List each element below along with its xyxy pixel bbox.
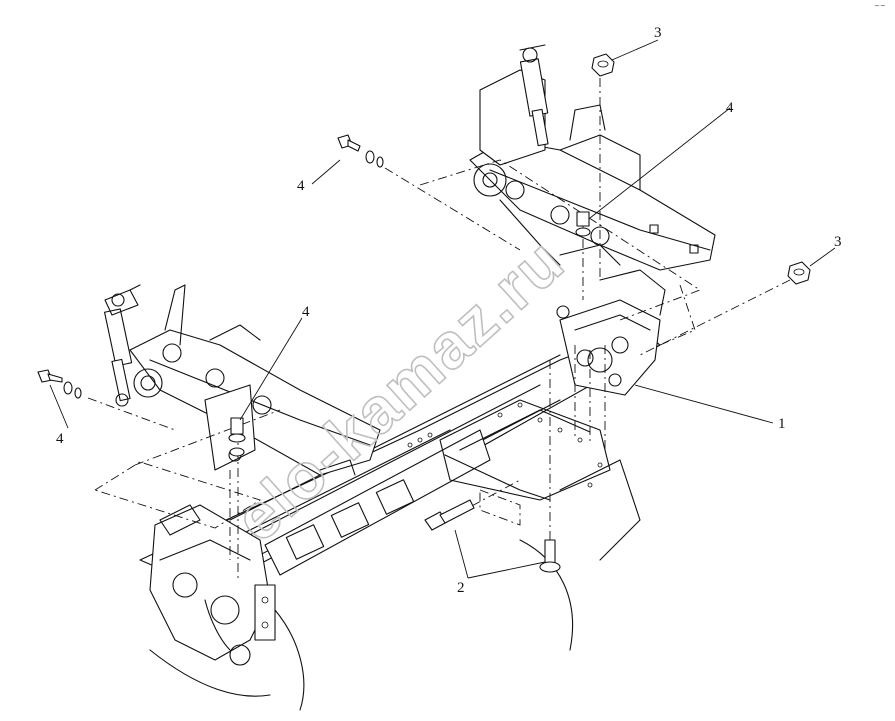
- nut-right: [787, 261, 811, 285]
- bolt-lower-left: [424, 499, 475, 531]
- callout-part-3-right: 3: [834, 234, 842, 250]
- callout-part-4-upper-left: 4: [297, 178, 305, 194]
- nut-top: [591, 53, 615, 77]
- bolt-right-arm: [575, 211, 591, 237]
- callout-part-1: 1: [778, 416, 786, 432]
- corner-mark: ~~: [874, 2, 886, 10]
- bolt-lower-right: [539, 539, 561, 573]
- assembly-guide-lines: [87, 78, 791, 580]
- leader-lines: [49, 39, 836, 579]
- front-spring-bracket: [149, 504, 276, 666]
- right-cab-suspension-arm: [469, 44, 716, 271]
- callout-part-3-top: 3: [654, 25, 662, 41]
- bolt-upper: [337, 134, 384, 168]
- callout-part-4-lower-left: 4: [56, 431, 64, 447]
- callout-part-4-center: 4: [302, 304, 310, 320]
- callout-part-2: 2: [457, 580, 465, 596]
- bolt-center: [228, 417, 246, 457]
- right-bracket: [556, 244, 666, 396]
- left-cab-suspension-arm: [104, 284, 381, 476]
- bolt-left: [37, 369, 82, 399]
- fasteners: [37, 53, 811, 573]
- callout-part-4-top-right: 4: [726, 100, 734, 116]
